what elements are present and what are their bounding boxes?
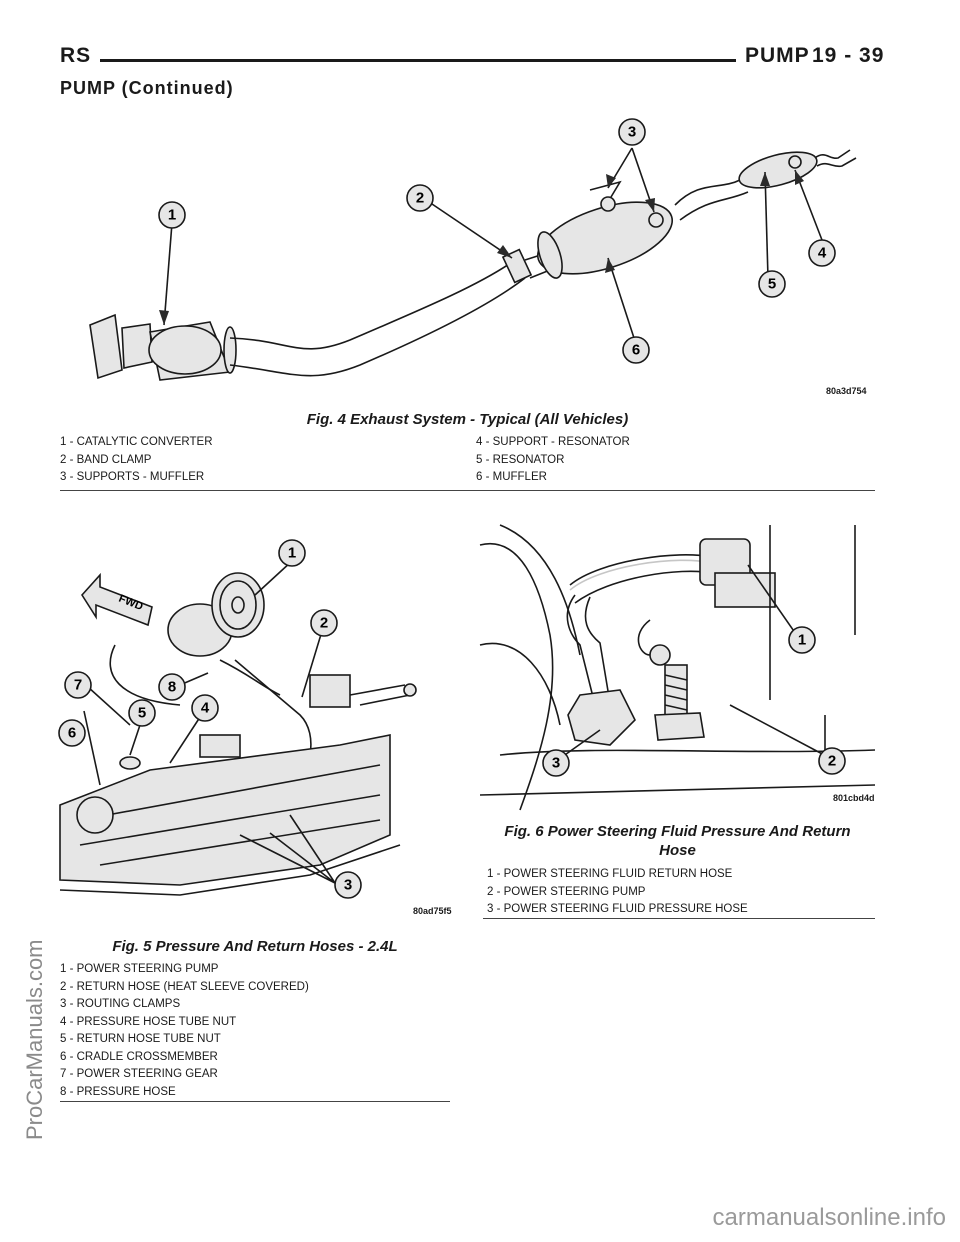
fig5-legend: 1 - POWER STEERING PUMP 2 - RETURN HOSE … — [60, 961, 309, 1101]
fig4-callouts: 1 2 3 4 5 6 — [158, 118, 836, 364]
legend-item: 3 - ROUTING CLAMPS — [60, 998, 181, 1010]
pump-hose-illustration: 1 2 3 — [479, 524, 876, 811]
svg-text:4: 4 — [201, 700, 210, 717]
svg-text:6: 6 — [68, 725, 76, 742]
legend-item: 6 - MUFFLER — [476, 471, 547, 483]
fig4-divider — [60, 490, 875, 491]
pressure-return-hoses-illustration: FWD 1 2 3 4 5 6 7 8 — [58, 539, 417, 899]
svg-text:5: 5 — [138, 705, 146, 722]
legend-item: 5 - RETURN HOSE TUBE NUT — [60, 1033, 221, 1045]
svg-text:3: 3 — [552, 755, 560, 772]
exhaust-system-illustration: 1 2 3 4 5 6 — [89, 118, 857, 381]
legend-item: 7 - POWER STEERING GEAR — [60, 1068, 218, 1080]
svg-text:7: 7 — [74, 677, 82, 694]
legend-item: 4 - PRESSURE HOSE TUBE NUT — [60, 1015, 237, 1028]
side-watermark: ProCarManuals.com — [22, 939, 47, 1140]
svg-text:8: 8 — [168, 679, 176, 696]
legend-item: 1 - POWER STEERING PUMP — [60, 963, 219, 975]
svg-text:1: 1 — [168, 207, 176, 224]
legend-item: 2 - RETURN HOSE (HEAT SLEEVE COVERED) — [60, 980, 309, 993]
fig5-divider — [60, 1101, 450, 1102]
legend-item: 2 - BAND CLAMP — [60, 453, 152, 466]
fig6-image-code: 801cbd4d — [833, 793, 875, 803]
legend-item: 1 - CATALYTIC CONVERTER — [60, 436, 213, 448]
legend-item: 3 - POWER STEERING FLUID PRESSURE HOSE — [487, 903, 748, 915]
fig4-image-code: 80a3d754 — [826, 386, 867, 396]
fig5-caption: Fig. 5 Pressure And Return Hoses - 2.4L — [112, 938, 398, 955]
header-rule — [100, 59, 736, 62]
header-title: PUMP — [745, 44, 810, 67]
svg-text:2: 2 — [320, 615, 328, 632]
callout-2 — [406, 184, 434, 212]
callout-1 — [158, 201, 186, 229]
svg-text:2: 2 — [828, 753, 836, 770]
legend-item: 8 - PRESSURE HOSE — [60, 1085, 176, 1098]
footer-watermark: carmanualsonline.info — [712, 1204, 946, 1231]
legend-item: 5 - RESONATOR — [476, 453, 565, 466]
fwd-arrow-icon — [80, 572, 153, 627]
legend-item: 3 - SUPPORTS - MUFFLER — [60, 471, 205, 483]
callout-4 — [808, 239, 836, 267]
svg-text:1: 1 — [288, 545, 296, 562]
header-page-number: 19 - 39 — [812, 44, 885, 67]
legend-item: 2 - POWER STEERING PUMP — [487, 885, 646, 898]
svg-text:2: 2 — [416, 190, 424, 207]
fig6-caption-line1: Fig. 6 Power Steering Fluid Pressure And… — [504, 823, 851, 840]
fig5-callouts: 1 2 3 4 5 6 7 8 — [58, 539, 362, 899]
callout-5 — [758, 270, 786, 298]
callout-3 — [618, 118, 646, 146]
fig5-image-code: 80ad75f5 — [413, 906, 452, 916]
svg-text:4: 4 — [818, 245, 827, 262]
fig6-callouts: 1 2 3 — [542, 626, 846, 777]
svg-text:5: 5 — [768, 276, 776, 293]
header-section-code: RS — [60, 44, 92, 67]
callout-6 — [622, 336, 650, 364]
legend-item: 6 - CRADLE CROSSMEMBER — [60, 1050, 218, 1063]
fig4-legend-left: 1 - CATALYTIC CONVERTER 2 - BAND CLAMP 3… — [60, 434, 213, 487]
svg-text:3: 3 — [628, 124, 636, 141]
fig4-caption: Fig. 4 Exhaust System - Typical (All Veh… — [306, 411, 629, 428]
fig4-legend-right: 4 - SUPPORT - RESONATOR 5 - RESONATOR 6 … — [476, 434, 630, 487]
fig6-divider — [483, 918, 875, 919]
fig6-caption-line2: Hose — [659, 842, 696, 859]
legend-item: 4 - SUPPORT - RESONATOR — [476, 436, 630, 448]
section-continued-title: PUMP (Continued) — [60, 78, 234, 98]
fig6-legend: 1 - POWER STEERING FLUID RETURN HOSE 2 -… — [487, 866, 748, 919]
svg-text:1: 1 — [798, 632, 806, 649]
svg-text:3: 3 — [344, 877, 352, 894]
svg-text:6: 6 — [632, 342, 640, 359]
legend-item: 1 - POWER STEERING FLUID RETURN HOSE — [487, 868, 733, 880]
